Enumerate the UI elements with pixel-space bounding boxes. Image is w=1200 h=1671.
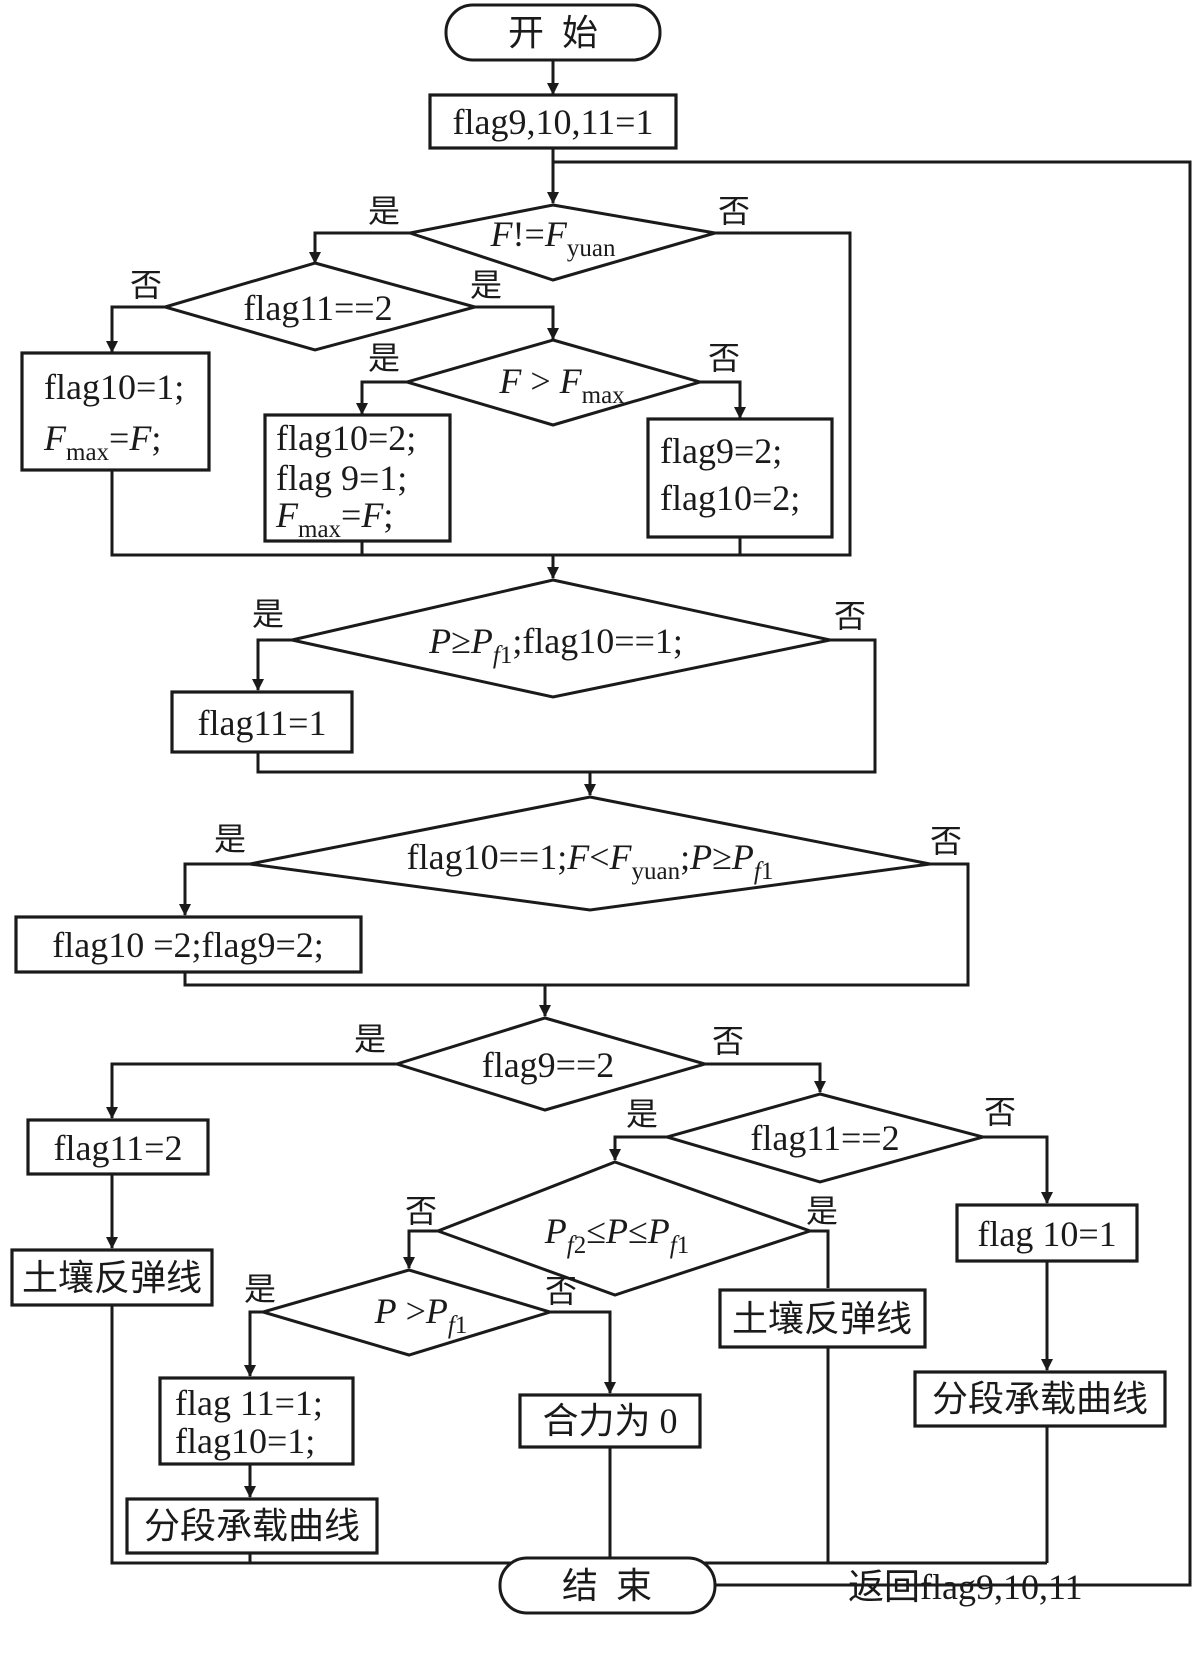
return-label: 返回flag9,10,11 [848, 1567, 1083, 1607]
box-flag11-1-label: flag11=1 [198, 703, 327, 743]
decision-p-ge-pf1-flag10-label: P≥Pf1;flag10==1; [428, 621, 683, 669]
decision-force-gt-max-label: F > Fmax [436, 361, 669, 411]
label-yes-d5: 是 [214, 820, 246, 858]
label-no-d3: 否 [708, 339, 740, 377]
branch-labels: 是 否 否 是 是 否 是 否 是 否 是 否 是 否 否 是 是 否 [130, 192, 1016, 1310]
label-no-d7: 否 [984, 1093, 1016, 1131]
decision-flag11-eq-2-lower-label: flag11==2 [750, 1118, 899, 1158]
box-flag10-1-right: flag 10=1 [955, 1203, 1139, 1263]
decision-pf2-le-p-le-pf1: Pf2≤P≤Pf1 [433, 1160, 815, 1297]
connectors [106, 60, 1192, 1587]
label-no-d9: 否 [545, 1272, 577, 1310]
end-terminal: 结 束 [498, 1556, 717, 1615]
start-label: 开 始 [508, 13, 598, 53]
box-soil-rebound-right: 土壤反弹线 [718, 1288, 927, 1349]
decision-flag9-eq-2-label: flag9==2 [482, 1045, 615, 1085]
end-label: 结 束 [562, 1566, 652, 1606]
box-piecewise-curve-right: 分段承载曲线 [913, 1370, 1167, 1428]
box-flag10-1-right-label: flag 10=1 [977, 1214, 1116, 1254]
init-label: flag9,10,11=1 [453, 102, 654, 142]
box-flag10-1-line2: Fmax=F; [43, 418, 161, 466]
box-flag11-1-flag10-1-line1: flag 11=1; [175, 1383, 323, 1423]
label-yes-d3: 是 [368, 339, 400, 377]
box-piecewise-curve-right-label: 分段承载曲线 [932, 1379, 1148, 1419]
box-flag11-1: flag11=1 [170, 690, 354, 754]
label-yes-d8: 是 [806, 1192, 838, 1230]
label-yes-d2: 是 [470, 266, 502, 304]
box-flag9-2-line1: flag9=2; [660, 431, 782, 471]
start-terminal: 开 始 [444, 3, 662, 62]
label-no-d4: 否 [834, 597, 866, 635]
box-flag10-2-line2: flag 9=1; [276, 458, 407, 498]
decision-p-gt-pf1: P >Pf1 [257, 1268, 556, 1357]
box-piecewise-curve-left: 分段承载曲线 [125, 1497, 379, 1555]
box-flag10-2-line3: Fmax=F; [275, 495, 393, 543]
label-no-d1: 否 [718, 192, 750, 230]
return-loop-line [553, 160, 1192, 1587]
box-flag10-2-flag9-1: flag10=2; flag 9=1; Fmax=F; [263, 413, 452, 543]
box-flag10-1-fmax: flag10=1; Fmax=F; [20, 351, 211, 472]
decision-flag10-f-lt-fyuan-p-ge-pf1: flag10==1;F<Fyuan;P≥Pf1 [249, 795, 931, 912]
label-yes-d4: 是 [252, 595, 284, 633]
decision-flag9-eq-2: flag9==2 [391, 1016, 711, 1112]
label-yes-d1: 是 [368, 192, 400, 230]
box-resultant-zero: 合力为 0 [518, 1393, 702, 1449]
box-flag11-2-label: flag11=2 [54, 1128, 183, 1168]
label-no-d2: 否 [130, 266, 162, 304]
box-flag11-2: flag11=2 [26, 1118, 210, 1176]
decision-force-changed-label: F!=Fyuan [490, 214, 616, 262]
label-no-d5: 否 [930, 822, 962, 860]
box-flag10-2-flag9-2: flag10 =2;flag9=2; [14, 915, 363, 974]
decision-p-gt-pf1-label: P >Pf1 [312, 1291, 513, 1341]
box-flag10-2-flag9-2-label: flag10 =2;flag9=2; [52, 925, 324, 965]
init-box: flag9,10,11=1 [428, 93, 678, 150]
decision-pf2-le-p-le-pf1-label: Pf2≤P≤Pf1 [544, 1211, 689, 1259]
decision-flag10-f-lt-fyuan-label: flag10==1;F<Fyuan;P≥Pf1 [407, 837, 774, 885]
box-flag10-2-line1: flag10=2; [276, 418, 416, 458]
box-soil-rebound-left: 土壤反弹线 [10, 1248, 214, 1307]
box-piecewise-curve-left-label: 分段承载曲线 [144, 1506, 360, 1546]
decision-flag11-eq-2-label: flag11==2 [243, 288, 392, 328]
decision-force-changed: F!=Fyuan [404, 203, 716, 282]
decision-flag11-eq-2: flag11==2 [159, 261, 481, 352]
box-flag11-1-flag10-1: flag 11=1; flag10=1; [158, 1376, 355, 1466]
decision-flag11-eq-2-lower: flag11==2 [661, 1092, 989, 1184]
label-yes-d7: 是 [626, 1095, 658, 1133]
box-flag9-2-line2: flag10=2; [660, 478, 800, 518]
decision-p-ge-pf1-flag10: P≥Pf1;flag10==1; [291, 578, 831, 699]
label-yes-d6: 是 [354, 1020, 386, 1058]
box-flag10-1-line1: flag10=1; [44, 367, 184, 407]
decision-force-gt-max: F > Fmax [401, 338, 706, 427]
box-soil-rebound-left-label: 土壤反弹线 [22, 1258, 202, 1298]
label-yes-d9: 是 [244, 1270, 276, 1308]
box-flag11-1-flag10-1-line2: flag10=1; [175, 1421, 315, 1461]
box-flag9-2-flag10-2: flag9=2; flag10=2; [646, 417, 834, 539]
label-no-d6: 否 [712, 1022, 744, 1060]
box-resultant-zero-label: 合力为 0 [542, 1401, 677, 1441]
label-no-d8: 否 [405, 1192, 437, 1230]
box-soil-rebound-right-label: 土壤反弹线 [732, 1299, 912, 1339]
